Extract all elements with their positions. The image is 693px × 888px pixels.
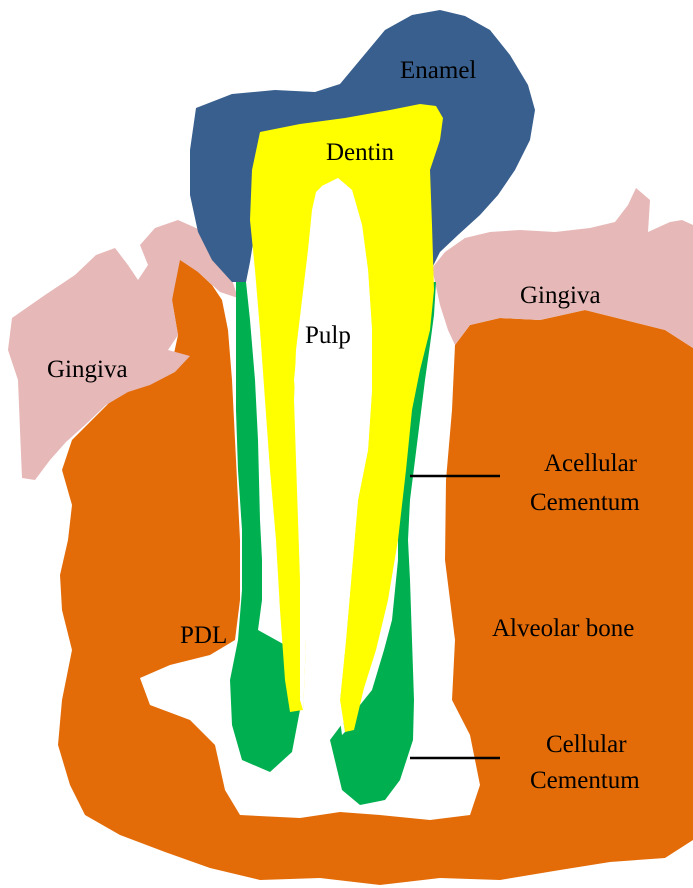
gingiva-right-label: Gingiva <box>520 282 601 309</box>
cellular-cementum-label-line2: Cementum <box>530 767 640 794</box>
enamel-label: Enamel <box>400 57 476 84</box>
acellular-cementum-label-line2: Cementum <box>530 489 640 516</box>
alveolar-bone-label: Alveolar bone <box>492 615 634 642</box>
acellular-cementum-label-line1: Acellular <box>544 450 638 477</box>
pdl-label: PDL <box>180 622 227 649</box>
gingiva-left-label: Gingiva <box>47 356 128 383</box>
cellular-cementum-label-line1: Cellular <box>546 731 627 758</box>
pulp-label: Pulp <box>305 322 351 349</box>
dentin-label: Dentin <box>326 139 395 166</box>
